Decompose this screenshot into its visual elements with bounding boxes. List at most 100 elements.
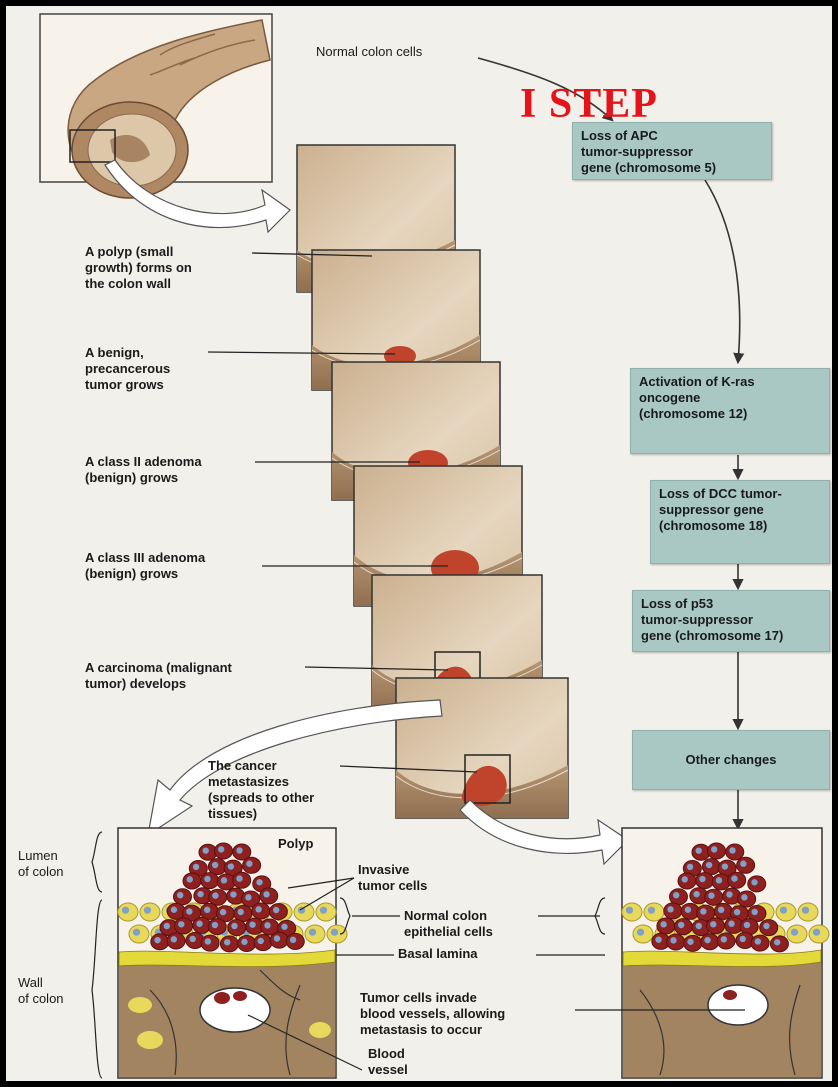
tumor-cell-nucleus <box>718 907 724 913</box>
tumor-cell-nucleus <box>228 863 234 869</box>
tumor-cell-nucleus <box>193 864 199 870</box>
tumor-cell-nucleus <box>731 875 737 881</box>
epithelial-cell-nucleus <box>133 929 140 936</box>
tumor-cell-nucleus <box>687 939 693 945</box>
tumor-cell-nucleus <box>734 909 740 915</box>
tumor-cell-nucleus <box>728 921 734 927</box>
tumor-cell-nucleus <box>673 892 679 898</box>
epithelial-cell-nucleus <box>637 929 644 936</box>
tumor-cell-nucleus <box>752 909 758 915</box>
tumor-cell-nucleus <box>264 922 270 928</box>
epithelial-cell-nucleus <box>320 907 327 914</box>
tumor-cell-nucleus <box>744 922 750 928</box>
epithelial-cells-label: Normal colon epithelial cells <box>404 908 493 940</box>
tumor-cell-nucleus <box>204 876 210 882</box>
epithelial-cell-nucleus <box>648 907 655 914</box>
tumor-cell-nucleus <box>281 924 287 930</box>
epithelial-cell-nucleus <box>626 907 633 914</box>
tumor-cell-nucleus <box>704 937 710 943</box>
cross-section-left <box>118 828 347 1078</box>
tumor-cell-nucleus <box>236 847 242 853</box>
tumor-cell-nucleus <box>164 923 170 929</box>
tumor-cell-nucleus <box>708 892 714 898</box>
tumor-cell-nucleus <box>687 864 693 870</box>
stage-label-polyp: A polyp (small growth) forms on the colo… <box>85 244 192 292</box>
tumor-cell-nucleus <box>763 923 769 929</box>
blood-vessel-label: Blood vessel <box>368 1046 408 1078</box>
tumor-cell-nucleus <box>187 876 193 882</box>
tumor-cell-nucleus <box>263 891 269 897</box>
tumor-cell-nucleus <box>273 907 279 913</box>
tumor-cell-nucleus <box>230 891 236 897</box>
tumor-cell-nucleus <box>203 847 209 853</box>
tumor-cell-nucleus <box>177 892 183 898</box>
tumor-cell-nucleus <box>700 908 706 914</box>
tumor-cell-nucleus <box>667 906 673 912</box>
tumor-cell-nucleus <box>740 936 746 942</box>
tumor-cell-nucleus <box>258 938 264 944</box>
gene-step-p53: Loss of p53 tumor-suppressor gene (chrom… <box>632 590 830 652</box>
blood-vessel-left <box>200 988 270 1032</box>
tumor-cell-nucleus <box>706 862 712 868</box>
start-label: Normal colon cells <box>316 44 422 60</box>
tumor-cell-nucleus <box>682 876 688 882</box>
tumor-cell-nucleus <box>197 891 203 897</box>
tumor-cell-nucleus <box>729 847 735 853</box>
tumor-cell-nucleus <box>711 846 717 852</box>
gene-step-dcc: Loss of DCC tumor- suppressor gene (chro… <box>650 480 830 564</box>
tumor-cell-nucleus <box>212 922 218 928</box>
tumor-cell-nucleus <box>685 907 691 913</box>
tumor-cell-nucleus <box>755 938 761 944</box>
stage-label-carcinoma: A carcinoma (malignant tumor) develops <box>85 660 232 692</box>
epithelial-cell-nucleus <box>802 907 809 914</box>
stage-label-metastasis: The cancer metastasizes (spreads to othe… <box>208 758 314 822</box>
tumor-cell-nucleus <box>220 909 226 915</box>
tumor-cell-nucleus <box>245 894 251 900</box>
tumor-cell-nucleus <box>212 892 218 898</box>
tumor-cell-nucleus <box>204 907 210 913</box>
gene-step-kras: Activation of K-ras oncogene (chromosome… <box>630 368 830 454</box>
colon-overview-illustration <box>40 14 272 198</box>
tumor-cell-nucleus <box>171 936 177 942</box>
tumor-cell-nucleus <box>241 939 247 945</box>
tumor-cell-nucleus <box>154 937 160 943</box>
cross-section-right <box>622 828 829 1078</box>
tumor-cell-nucleus <box>231 923 237 929</box>
epithelial-cell-nucleus <box>331 929 338 936</box>
gene-step-other: Other changes <box>632 730 830 790</box>
tumor-cell-nucleus <box>774 939 780 945</box>
tumor-cell-nucleus <box>205 938 211 944</box>
tumor-cell-nucleus <box>721 936 727 942</box>
wall-label: Wall of colon <box>18 975 64 1007</box>
epithelial-cell-nucleus <box>780 907 787 914</box>
tumor-cell-nucleus <box>249 921 255 927</box>
tumor-cell-nucleus <box>716 877 722 883</box>
tumor-cell-nucleus <box>740 861 746 867</box>
tumor-cell-nucleus <box>678 922 684 928</box>
tumor-cell-nucleus <box>274 935 280 941</box>
tumor-cell-nucleus <box>196 921 202 927</box>
tumor-cell-nucleus <box>741 894 747 900</box>
step-label: I STEP <box>520 80 658 128</box>
basal-lamina-label: Basal lamina <box>398 946 478 962</box>
tumor-cell-nucleus <box>255 906 261 912</box>
tumor-cell-nucleus <box>178 921 184 927</box>
tumor-cell-nucleus <box>290 937 296 943</box>
tumor-cell-nucleus <box>221 877 227 883</box>
epithelial-cell-nucleus <box>309 929 316 936</box>
tumor-cell-nucleus <box>751 879 757 885</box>
tumor-cell-nucleus <box>696 847 702 853</box>
epithelial-cell-nucleus <box>813 929 820 936</box>
tumor-cell-nucleus <box>246 861 252 867</box>
tumor-cell-nucleus <box>670 937 676 943</box>
tumor-cell-nucleus <box>696 923 702 929</box>
invasive-cells-label: Invasive tumor cells <box>358 862 427 894</box>
tumor-cell-nucleus <box>660 921 666 927</box>
gene-step-apc: Loss of APC tumor-suppressor gene (chrom… <box>572 122 772 180</box>
tumor-cell-nucleus <box>693 891 699 897</box>
epithelial-cell-nucleus <box>144 907 151 914</box>
tumor-cell-nucleus <box>218 846 224 852</box>
polyp-label: Polyp <box>276 836 315 852</box>
tumor-cell-nucleus <box>212 862 218 868</box>
